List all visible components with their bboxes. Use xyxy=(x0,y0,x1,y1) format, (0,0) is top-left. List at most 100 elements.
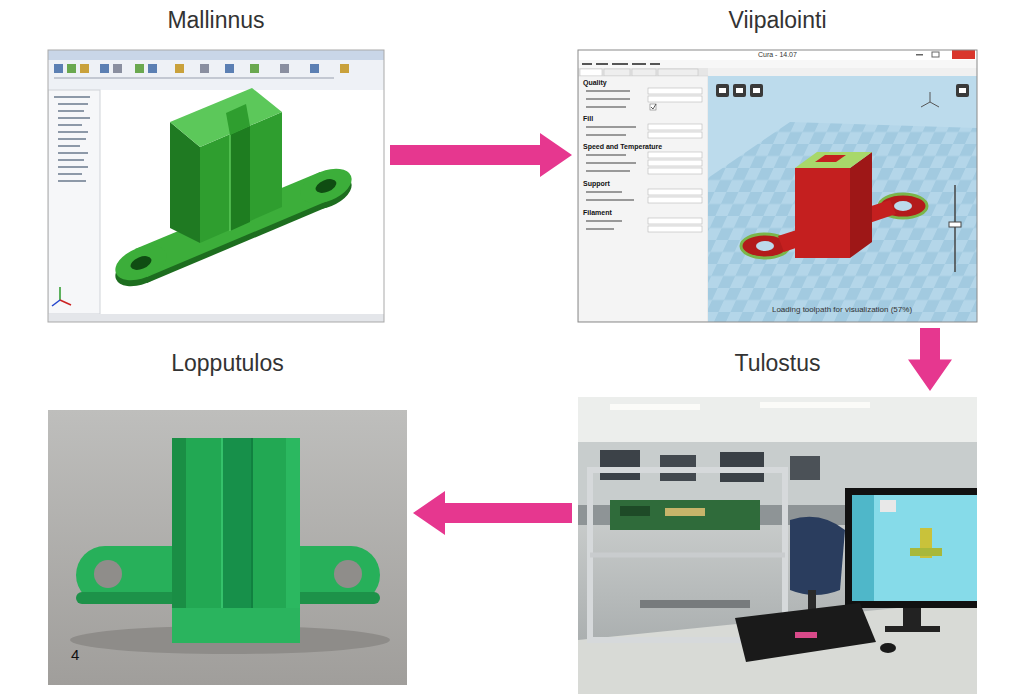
slicer-screenshot xyxy=(954,185,956,272)
cad-screenshot xyxy=(48,50,384,322)
lab-photo xyxy=(903,608,921,628)
slicer-screenshot xyxy=(648,160,702,166)
slicer-screenshot xyxy=(586,98,630,100)
slicer-screenshot xyxy=(578,50,977,60)
lab-photo xyxy=(590,470,785,640)
cad-screenshot xyxy=(58,180,86,182)
slicer-screenshot xyxy=(650,63,660,65)
slicer-screenshot xyxy=(586,191,622,193)
cad-screenshot xyxy=(58,131,88,133)
lab-photo xyxy=(665,508,705,516)
printed-part-photo xyxy=(251,438,253,608)
cad-screenshot xyxy=(60,300,71,305)
lab-photo xyxy=(795,632,817,638)
cad-screenshot xyxy=(54,64,63,73)
slicer-screenshot xyxy=(586,106,626,108)
slicer-screenshot xyxy=(952,50,975,59)
slicer-screenshot xyxy=(756,241,774,251)
lab-photo xyxy=(852,495,977,601)
slicer-screenshot xyxy=(930,92,931,102)
cad-screenshot xyxy=(48,50,384,60)
slicer-screenshot xyxy=(921,102,930,107)
slicer-screenshot xyxy=(586,154,626,156)
slicer-screenshot xyxy=(648,88,702,94)
slicer-screenshot xyxy=(708,76,977,322)
cad-screenshot xyxy=(100,64,109,73)
lab-photo xyxy=(578,600,977,694)
cad-screenshot xyxy=(226,104,250,135)
slicer-screenshot xyxy=(578,50,977,322)
screen-text: Quality xyxy=(583,79,607,87)
screen-text: Speed and Temperature xyxy=(583,143,662,151)
cad-screenshot xyxy=(54,96,90,98)
cad-screenshot xyxy=(52,300,60,306)
slicer-screenshot xyxy=(916,54,923,56)
slicer-screenshot xyxy=(648,124,702,130)
lab-photo xyxy=(600,450,640,480)
slicer-screenshot xyxy=(586,90,636,230)
cad-screenshot xyxy=(310,64,319,73)
cad-screenshot xyxy=(200,64,209,73)
lab-photo xyxy=(760,402,870,408)
slicer-screenshot xyxy=(578,60,977,68)
cad-screenshot xyxy=(48,60,384,90)
lab-photo xyxy=(790,517,845,595)
screen-text: Fill xyxy=(583,115,593,123)
lab-photo xyxy=(790,456,820,480)
lab-photo xyxy=(885,626,940,632)
slicer-screenshot xyxy=(930,102,939,107)
cad-screenshot xyxy=(80,64,89,73)
printed-part-photo xyxy=(222,438,252,608)
cad-screenshot xyxy=(58,103,88,105)
flow-arrow xyxy=(390,133,572,177)
cad-screenshot xyxy=(58,110,84,112)
lab-photo xyxy=(735,603,876,662)
cad-screenshot xyxy=(48,90,100,314)
cad-screenshot xyxy=(58,138,86,140)
slicer-screenshot xyxy=(586,170,630,172)
printed-part-photo xyxy=(334,560,362,588)
panel-heading: Mallinnus xyxy=(167,6,264,34)
slicer-screenshot xyxy=(578,68,708,76)
slicer-screenshot xyxy=(959,88,966,93)
slicer-screenshot xyxy=(578,76,708,322)
printed-part-photo xyxy=(48,410,407,685)
printed-part-photo xyxy=(172,438,300,643)
slicer-screenshot xyxy=(648,96,702,102)
cad-screenshot xyxy=(59,287,61,300)
process-panel: Lopputulos xyxy=(48,410,407,685)
screen-text: Filament xyxy=(583,209,612,217)
slicer-screenshot xyxy=(586,199,634,201)
slicer-screenshot xyxy=(932,52,939,57)
cad-screenshot xyxy=(67,64,76,73)
slicer-screenshot xyxy=(651,104,656,109)
cad-screenshot xyxy=(110,239,171,287)
slicer-screenshot xyxy=(921,92,939,107)
lab-photo xyxy=(578,397,977,694)
cad-screenshot xyxy=(129,253,154,272)
printed-part-photo xyxy=(48,410,407,685)
printed-part-photo xyxy=(172,608,300,643)
slicer-screenshot xyxy=(612,63,628,65)
slicer-screenshot xyxy=(815,155,846,162)
lab-photo xyxy=(610,500,760,530)
slicer-screenshot xyxy=(753,88,760,93)
cad-screenshot xyxy=(48,314,384,322)
cad-screenshot xyxy=(170,88,282,147)
slicer-screenshot xyxy=(586,162,636,164)
slicer-screenshot xyxy=(582,63,592,65)
lab-photo xyxy=(640,600,750,608)
slicer-screenshot xyxy=(648,168,702,174)
cad-screenshot xyxy=(225,64,234,73)
lab-photo xyxy=(620,506,650,516)
cad-screenshot xyxy=(340,64,349,73)
slicer-screenshot xyxy=(658,69,698,76)
cad-screenshot xyxy=(58,159,84,161)
panel-frame xyxy=(48,50,384,322)
lab-photo xyxy=(852,495,874,601)
panel-heading: Tulostus xyxy=(734,349,820,377)
cad-screenshot xyxy=(54,77,334,79)
process-panel: Viipalointi xyxy=(578,50,977,322)
